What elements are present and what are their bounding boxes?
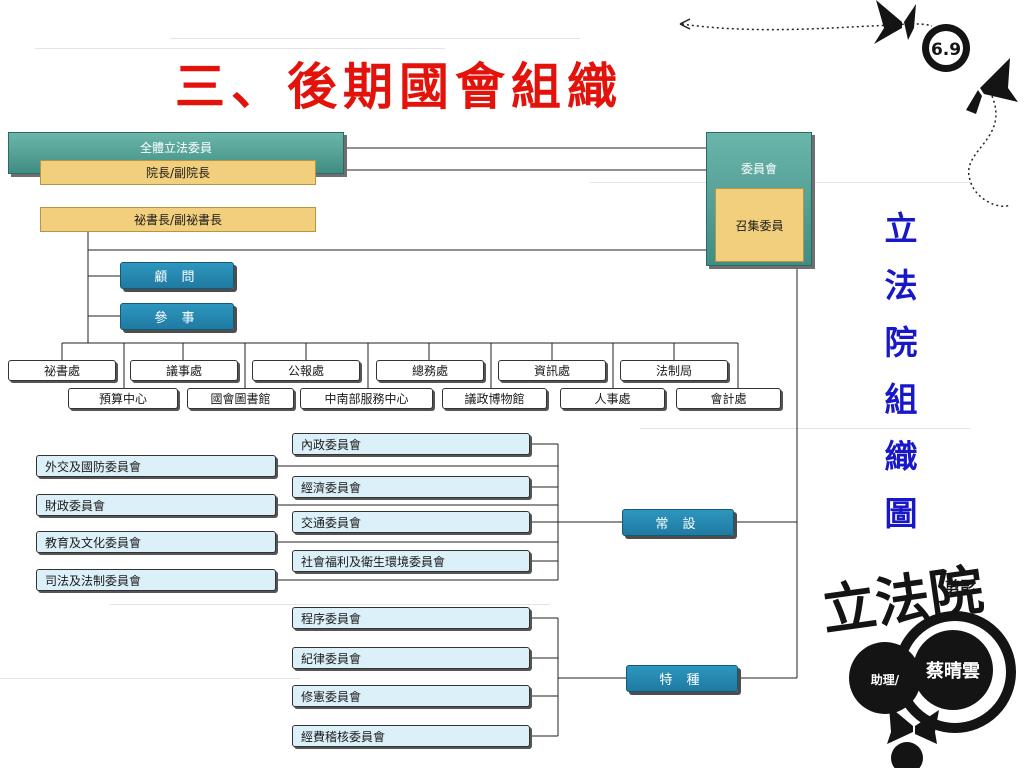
committee-name: 程序委員會 bbox=[301, 611, 362, 626]
standing-label-box: 常 設 bbox=[622, 509, 734, 536]
office-box: 祕書處 bbox=[8, 360, 116, 381]
speaker-label: 院長/副院長 bbox=[145, 166, 211, 180]
office-label: 人事處 bbox=[594, 392, 631, 406]
committee-name: 紀律委員會 bbox=[301, 651, 362, 666]
committee-name: 教育及文化委員會 bbox=[45, 535, 142, 550]
standing-committee-box: 交通委員會 bbox=[292, 511, 530, 533]
committee-name: 財政委員會 bbox=[45, 498, 106, 513]
side-title-char: 院 bbox=[884, 323, 918, 362]
office-label: 議政博物館 bbox=[464, 392, 525, 406]
office-label: 議事處 bbox=[165, 364, 202, 378]
logo-sub2: 助理/ bbox=[871, 672, 900, 687]
side-title-char: 織 bbox=[884, 437, 918, 476]
decor-line bbox=[0, 678, 300, 679]
committee-name: 修憲委員會 bbox=[301, 689, 362, 704]
standing-label: 常 設 bbox=[655, 517, 701, 532]
special-committee-box: 程序委員會 bbox=[292, 607, 530, 629]
office-box: 議政博物館 bbox=[442, 388, 547, 409]
standing-committee-box: 司法及法制委員會 bbox=[36, 569, 276, 591]
advisor-box: 顧 問 bbox=[120, 262, 234, 289]
standing-committee-box: 內政委員會 bbox=[292, 433, 530, 455]
office-label: 法制局 bbox=[655, 364, 692, 378]
office-box: 法制局 bbox=[620, 360, 728, 381]
butterfly-decoration-icon: 6.9 bbox=[679, 0, 1018, 207]
office-label: 國會圖書館 bbox=[210, 392, 271, 406]
side-title: 立 法 院 組 織 圖 bbox=[876, 200, 926, 542]
committee-name: 交通委員會 bbox=[301, 515, 362, 530]
advisor-label: 顧 問 bbox=[154, 270, 200, 285]
counselor-box: 參 事 bbox=[120, 303, 234, 330]
side-title-char: 組 bbox=[884, 380, 918, 419]
office-label: 預算中心 bbox=[98, 392, 147, 406]
office-box: 預算中心 bbox=[68, 388, 178, 409]
side-title-char: 立 bbox=[884, 209, 918, 248]
committee-name: 經濟委員會 bbox=[301, 480, 362, 495]
office-label: 總務處 bbox=[411, 364, 448, 378]
special-label-box: 特 種 bbox=[626, 665, 738, 692]
special-committee-box: 修憲委員會 bbox=[292, 685, 530, 707]
office-box: 資訊處 bbox=[498, 360, 606, 381]
committee-name: 司法及法制委員會 bbox=[45, 573, 142, 588]
committee-name: 經費稽核委員會 bbox=[301, 729, 386, 744]
page-title: 三、後期國會組織 bbox=[175, 57, 623, 116]
speaker-box: 院長/副院長 bbox=[40, 160, 316, 185]
all-legislators-label: 全體立法委員 bbox=[139, 141, 212, 155]
committee-name: 社會福利及衛生環境委員會 bbox=[301, 554, 446, 569]
secretary-general-label: 祕書長/副祕書長 bbox=[133, 213, 223, 227]
office-box: 議事處 bbox=[130, 360, 238, 381]
committee-name: 內政委員會 bbox=[301, 437, 362, 452]
office-label: 公報處 bbox=[287, 364, 324, 378]
convener-label: 召集委員 bbox=[735, 218, 784, 233]
badge-text: 6.9 bbox=[931, 40, 961, 60]
committee-label: 委員會 bbox=[740, 162, 777, 176]
decor-line bbox=[110, 604, 550, 605]
logo-sub3: 蔡晴雲 bbox=[925, 660, 980, 682]
decor-line bbox=[640, 428, 970, 429]
logo-decoration: 助理/ 蔡晴雲 立法院 剪影 bbox=[818, 560, 1016, 768]
special-committee-box: 紀律委員會 bbox=[292, 647, 530, 669]
standing-committee-box: 社會福利及衛生環境委員會 bbox=[292, 550, 530, 572]
logo-sub1: 剪影 bbox=[945, 578, 975, 596]
office-box: 國會圖書館 bbox=[187, 388, 294, 409]
standing-committee-box: 經濟委員會 bbox=[292, 476, 530, 498]
office-label: 會計處 bbox=[710, 392, 747, 406]
counselor-label: 參 事 bbox=[154, 311, 200, 326]
special-label: 特 種 bbox=[659, 673, 705, 688]
office-box: 人事處 bbox=[560, 388, 665, 409]
secretary-general-box: 祕書長/副祕書長 bbox=[40, 207, 316, 232]
committee-name: 外交及國防委員會 bbox=[45, 459, 142, 474]
standing-committee-box: 教育及文化委員會 bbox=[36, 531, 276, 553]
side-title-char: 圖 bbox=[884, 494, 918, 533]
office-box: 中南部服務中心 bbox=[300, 388, 433, 409]
special-committee-box: 經費稽核委員會 bbox=[292, 725, 530, 747]
decor-line bbox=[35, 48, 445, 49]
office-label: 資訊處 bbox=[533, 364, 570, 378]
decor-line bbox=[170, 38, 580, 39]
standing-committee-box: 財政委員會 bbox=[36, 494, 276, 516]
office-box: 會計處 bbox=[676, 388, 781, 409]
office-label: 祕書處 bbox=[43, 364, 80, 378]
convener-box: 召集委員 bbox=[715, 188, 804, 262]
standing-committee-box: 外交及國防委員會 bbox=[36, 455, 276, 477]
office-label: 中南部服務中心 bbox=[324, 392, 409, 406]
side-title-char: 法 bbox=[884, 266, 918, 305]
office-box: 總務處 bbox=[376, 360, 484, 381]
office-box: 公報處 bbox=[252, 360, 360, 381]
